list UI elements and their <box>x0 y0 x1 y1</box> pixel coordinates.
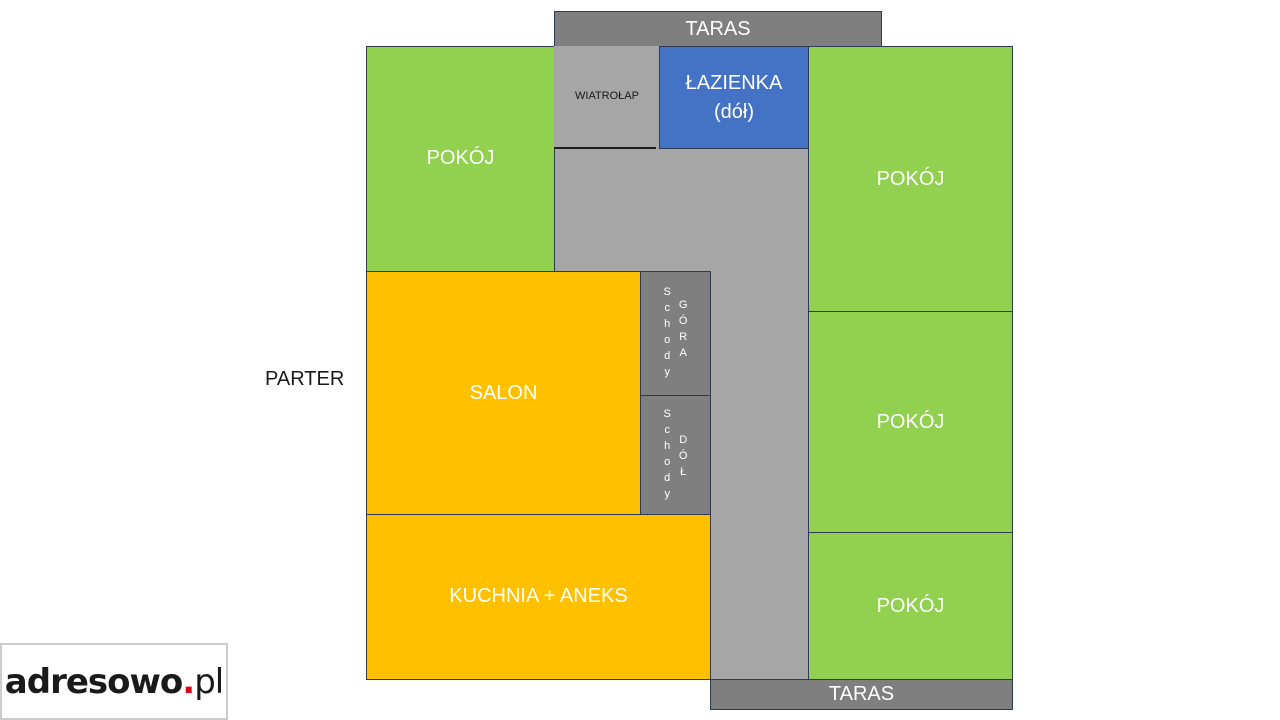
corridor-lower <box>710 270 808 680</box>
room-left-label: POKÓJ <box>426 147 495 169</box>
stairs-down-direction-letter: Ł <box>680 466 687 478</box>
kitchen: KUCHNIA + ANEKS <box>366 514 711 680</box>
room-right-2: POKÓJ <box>808 311 1013 533</box>
stairs-up-word-letter: d <box>664 350 671 362</box>
floor-label: PARTER <box>265 368 344 391</box>
stairs-up-word-letter: o <box>664 334 671 346</box>
terrace-top: TARAS <box>554 11 882 47</box>
room-left: POKÓJ <box>366 46 555 272</box>
logo-dot: . <box>182 661 195 702</box>
stairs-up-direction-letter: A <box>679 347 687 359</box>
stairs-up-direction-letter: Ó <box>678 315 688 327</box>
stairs-down-word-letter: o <box>664 456 671 468</box>
stairs-up-direction-letter: R <box>679 331 688 343</box>
stairs-up-word-letter: c <box>664 302 670 314</box>
floor-label-text: PARTER <box>265 368 345 390</box>
terrace-top-label: TARAS <box>685 17 751 40</box>
vestibule: WIATROŁAP <box>554 46 660 148</box>
room-right-1: POKÓJ <box>808 46 1013 312</box>
kitchen-label: KUCHNIA + ANEKS <box>449 585 628 607</box>
living-room-label: SALON <box>469 381 538 404</box>
stairs-up-direction-letter: G <box>678 299 688 311</box>
stairs-up-word-letter: h <box>664 318 671 330</box>
bathroom: ŁAZIENKA (dół) <box>659 46 809 149</box>
stairs-down-direction-letter: D <box>679 434 688 446</box>
logo-name: adresowo <box>4 661 183 702</box>
stairs-down-direction-letter: Ó <box>678 450 688 462</box>
stairs-up-word-letter: S <box>663 286 671 298</box>
logo-text: adresowo.pl <box>4 661 224 702</box>
bathroom-label-line2: (dół) <box>713 100 754 123</box>
vestibule-wall <box>554 147 656 149</box>
stairs-up-word-letter: y <box>664 366 670 378</box>
living-room: SALON <box>366 271 641 515</box>
bathroom-label-line1: ŁAZIENKA <box>685 71 783 94</box>
room-right-1-label: POKÓJ <box>876 167 945 190</box>
logo: adresowo.pl <box>0 643 228 720</box>
logo-tld: pl <box>194 661 224 702</box>
stairs-down-word-letter: h <box>664 440 671 452</box>
stairs-down-word-letter: c <box>664 424 670 436</box>
stairs-down-word-letter: y <box>664 488 670 500</box>
room-right-3-label: POKÓJ <box>876 594 945 617</box>
stairs-down-word-letter: d <box>664 472 671 484</box>
terrace-bottom-label: TARAS <box>828 683 895 705</box>
terrace-bottom: TARAS <box>710 679 1013 710</box>
room-right-3: POKÓJ <box>808 532 1013 680</box>
vestibule-label: WIATROŁAP <box>575 90 639 102</box>
stairs-down-word-letter: S <box>663 408 671 420</box>
room-right-2-label: POKÓJ <box>876 410 945 433</box>
